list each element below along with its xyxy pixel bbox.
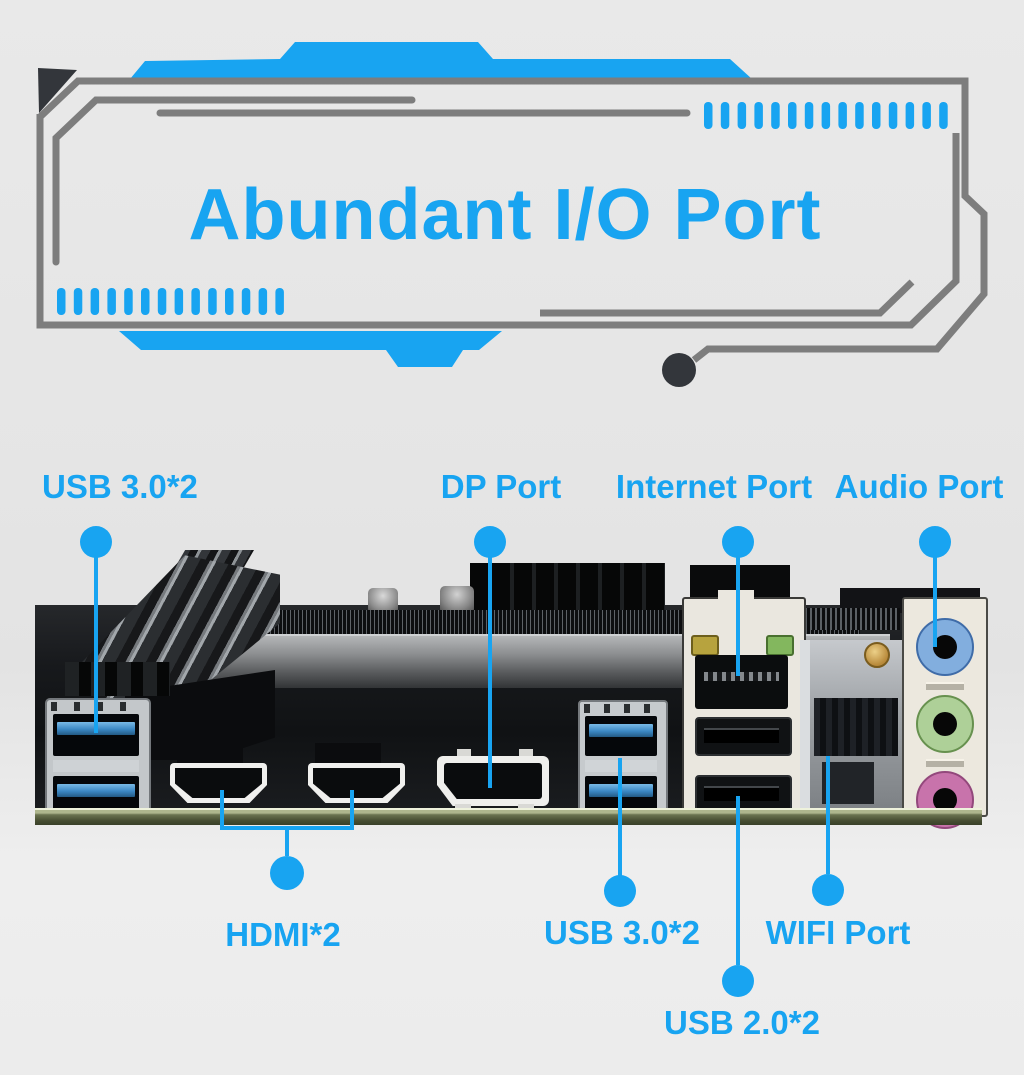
usb2-port-a xyxy=(695,717,792,756)
motherboard-photo xyxy=(30,550,988,829)
hdmi-opening xyxy=(313,768,400,798)
dp-opening xyxy=(444,763,542,799)
pin-header-block xyxy=(470,563,665,612)
fan-header-block xyxy=(65,662,170,696)
frame-inner-bottom xyxy=(540,279,915,317)
top-blue-band xyxy=(130,42,752,79)
callout-dot-hdmi xyxy=(270,856,304,890)
dp-port xyxy=(437,756,549,806)
dp-port-tab xyxy=(519,749,533,758)
corner-triangle xyxy=(38,68,77,113)
callout-label-usb3-front: USB 3.0*2 xyxy=(544,914,700,951)
wifi-module xyxy=(800,640,902,812)
usb2-slot xyxy=(704,786,779,801)
wifi-chip xyxy=(814,698,898,756)
panel-tab xyxy=(718,590,754,599)
callout-dot-usb3-front xyxy=(604,875,636,907)
pin-header-strip xyxy=(800,608,900,630)
ethernet-port xyxy=(695,655,788,709)
capacitor xyxy=(440,586,474,614)
panel-slot xyxy=(926,682,964,690)
usb-stack-divider xyxy=(585,760,657,772)
hdmi-port-2 xyxy=(308,763,405,803)
usb-stack-rim xyxy=(51,702,141,711)
bottom-blue-band xyxy=(119,331,502,367)
callout-dot-usb2 xyxy=(722,965,754,997)
tick-row-top xyxy=(704,102,948,129)
tick-row-bottom xyxy=(57,288,284,315)
callout-label-hdmi: HDMI*2 xyxy=(225,916,341,953)
usb-stack-divider xyxy=(53,760,139,772)
callout-label-audio: Audio Port xyxy=(834,468,1004,505)
audio-panel xyxy=(902,597,988,829)
frame-outer-top xyxy=(37,77,988,363)
hdmi-opening xyxy=(175,768,262,798)
ethernet-usb2-panel xyxy=(682,590,806,819)
usb3-port-stack xyxy=(45,698,151,818)
wifi-bracket xyxy=(800,640,810,812)
wifi-chip-small xyxy=(822,762,874,804)
capacitor xyxy=(368,588,398,614)
audio-jack-line-in-blue xyxy=(916,618,974,676)
usb3-port-c xyxy=(585,716,657,756)
pcb-edge xyxy=(35,808,982,825)
frame-inner-left xyxy=(52,96,416,266)
hdmi-port-1 xyxy=(170,763,267,803)
usb3-port-d xyxy=(585,776,657,810)
rj45-pins xyxy=(704,672,779,681)
callout-label-internet: Internet Port xyxy=(615,468,813,505)
usb3-port-pair xyxy=(578,700,668,818)
dp-port-tab xyxy=(457,749,471,758)
ethernet-led-green xyxy=(766,635,794,656)
callout-label-usb3-rear: USB 3.0*2 xyxy=(42,468,198,505)
frame-outer-bottom xyxy=(36,114,960,329)
panel-slot xyxy=(926,759,964,767)
wifi-antenna-connector xyxy=(864,642,890,668)
usb3-port-b xyxy=(53,776,139,810)
header-decoration xyxy=(36,42,988,387)
callout-label-dp: DP Port xyxy=(440,468,562,505)
callout-label-usb2: USB 2.0*2 xyxy=(664,1004,820,1041)
ethernet-led-yellow xyxy=(691,635,719,656)
trace-end-dot xyxy=(662,353,696,387)
audio-jack-line-out-green xyxy=(916,695,974,753)
callout-dot-wifi xyxy=(812,874,844,906)
usb2-slot xyxy=(704,728,779,743)
callout-label-wifi: WIFI Port xyxy=(765,914,911,951)
page-title: Abundant I/O Port xyxy=(188,175,822,255)
usb-stack-rim xyxy=(584,704,658,713)
usb3-port-a xyxy=(53,714,139,756)
